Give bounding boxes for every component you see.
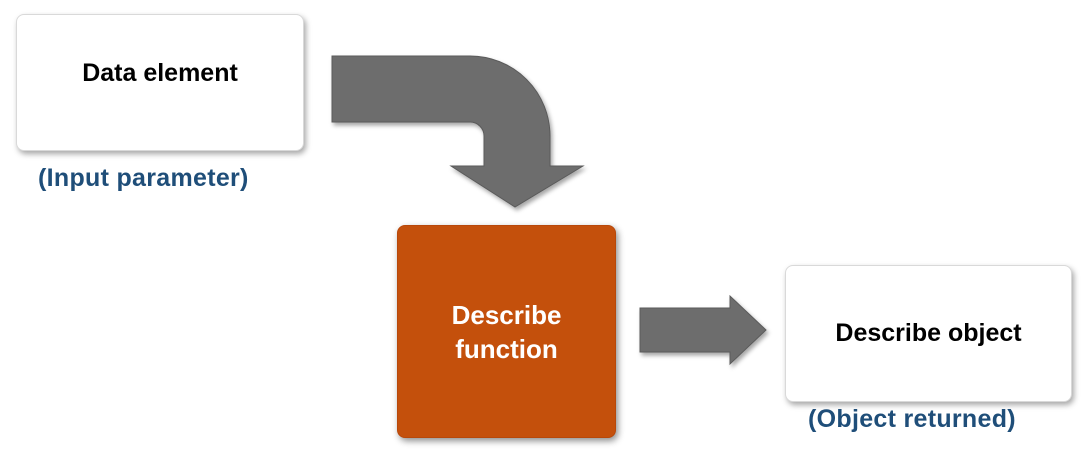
curved-arrow-input-to-function xyxy=(331,55,585,208)
describe-object-label: Describe object xyxy=(835,319,1022,347)
describe-function-label-line2: function xyxy=(455,333,558,364)
input-parameter-caption: (Input parameter) xyxy=(38,164,249,192)
data-element-label: Data element xyxy=(82,59,238,87)
describe-function-label-line1: Describe xyxy=(451,299,562,330)
describe-object-box: Describe object xyxy=(785,265,1072,402)
describe-function-box: Describe function xyxy=(397,225,616,438)
object-returned-caption: (Object returned) xyxy=(808,405,1016,433)
arrow-function-to-object xyxy=(639,294,767,366)
data-element-box: Data element xyxy=(16,14,304,151)
